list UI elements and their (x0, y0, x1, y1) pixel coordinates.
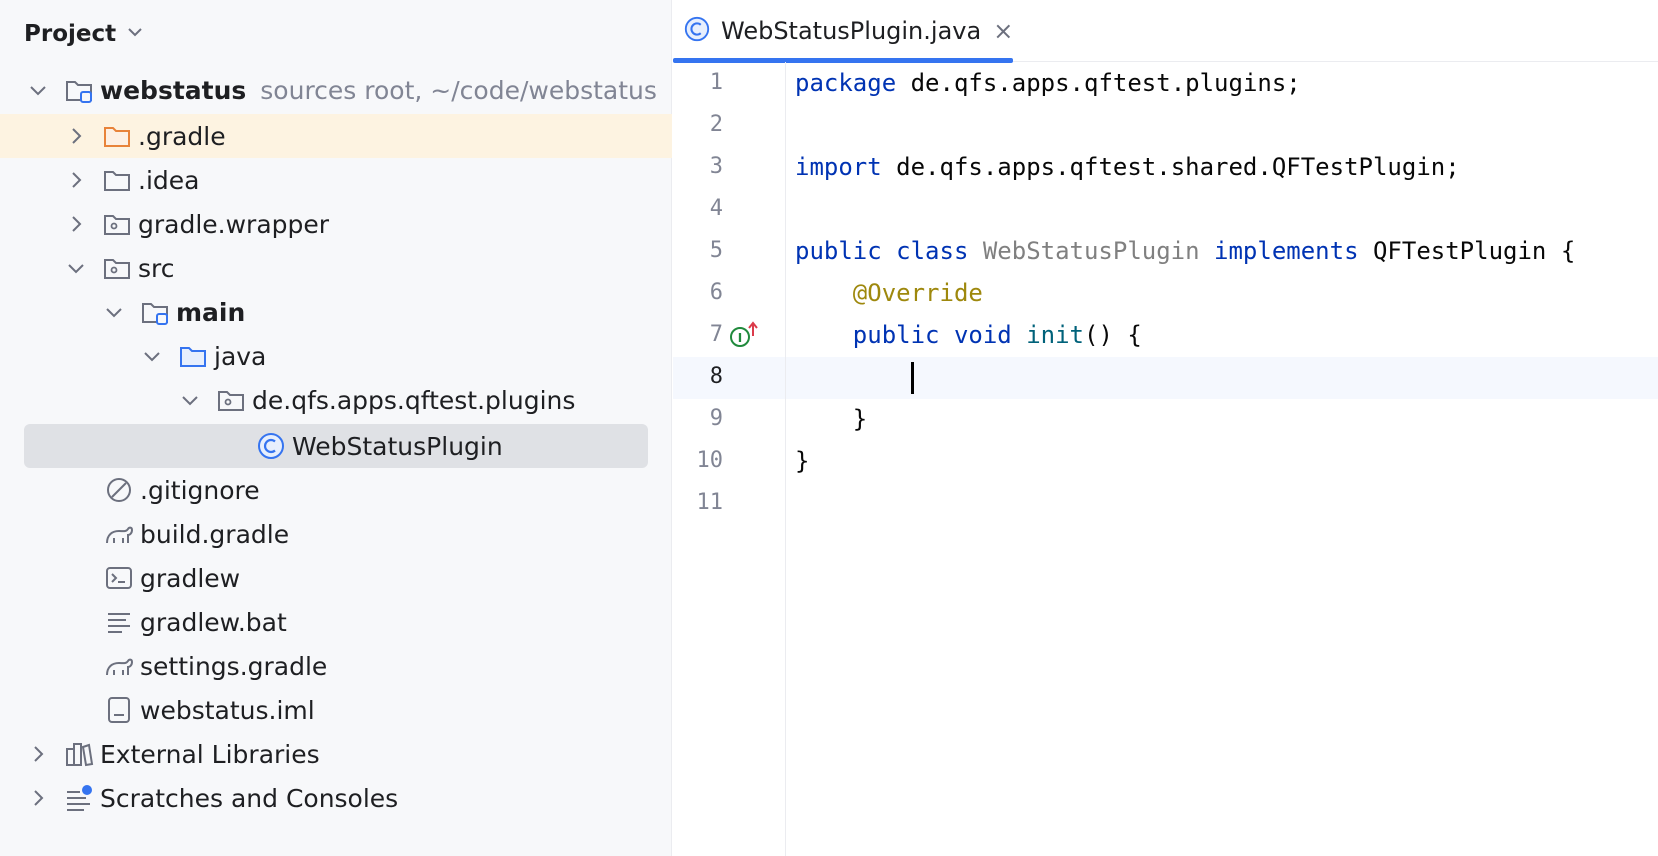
tree-item-src[interactable]: src (0, 246, 672, 290)
tree-item-label: de.qfs.apps.qftest.plugins (252, 385, 576, 415)
tree-item-label: gradlew.bat (140, 607, 287, 637)
chevron-down-icon[interactable] (178, 388, 202, 412)
tree-item-package[interactable]: de.qfs.apps.qftest.plugins (0, 378, 672, 422)
editor-tab-webstatusplugin[interactable]: WebStatusPlugin.java × (673, 0, 1014, 63)
chevron-down-icon[interactable] (26, 78, 50, 102)
scratches-icon (64, 783, 94, 813)
libraries-icon (64, 739, 94, 769)
gradle-elephant-icon (104, 519, 134, 549)
ignore-file-icon (104, 475, 134, 505)
tree-item-build-gradle[interactable]: build.gradle (0, 512, 672, 556)
package-folder-icon (102, 253, 132, 283)
tree-item-label: .gitignore (140, 475, 260, 505)
code-line-3: import de.qfs.apps.qftest.shared.QFTestP… (795, 153, 1460, 181)
tree-item-label: main (176, 297, 246, 327)
editor-tab-bar: WebStatusPlugin.java × (673, 0, 1658, 63)
line-number: 5 (709, 238, 723, 263)
terminal-script-icon (104, 563, 134, 593)
active-tab-indicator (673, 58, 1013, 63)
editor-gutter[interactable]: 1 2 3 4 5 6 7 8 9 10 11 I (673, 62, 786, 856)
tree-item-label: src (138, 253, 175, 283)
tree-item-gradle-wrapper[interactable]: gradle.wrapper (0, 202, 672, 246)
chevron-right-icon[interactable] (26, 786, 50, 810)
line-number: 9 (709, 406, 723, 431)
code-line-6: @Override (852, 279, 983, 307)
tree-item-label: .idea (138, 165, 200, 195)
folder-icon (102, 121, 132, 151)
svg-text:I: I (738, 331, 742, 345)
tree-item-label: WebStatusPlugin (292, 431, 503, 461)
chevron-down-icon (126, 23, 144, 45)
source-folder-icon (178, 341, 208, 371)
line-number: 7 (709, 322, 723, 347)
module-folder-icon (64, 75, 94, 105)
tree-item-label: Scratches and Consoles (100, 783, 399, 813)
code-line-8 (786, 356, 1658, 398)
current-line-highlight (673, 357, 1658, 399)
module-file-icon (104, 695, 134, 725)
line-number: 11 (696, 490, 724, 515)
tree-item-label: gradlew (140, 563, 241, 593)
tree-item-java[interactable]: java (0, 334, 672, 378)
tree-item-idea[interactable]: .idea (0, 158, 672, 202)
code-line-9: } (795, 405, 868, 433)
line-number: 4 (709, 196, 723, 221)
tree-item-gradlew[interactable]: gradlew (0, 556, 672, 600)
code-line-5: public class WebStatusPlugin implements … (795, 237, 1576, 265)
tree-item-external-libraries[interactable]: External Libraries (0, 732, 672, 776)
folder-icon (102, 165, 132, 195)
tree-item-settings-gradle[interactable]: settings.gradle (0, 644, 672, 688)
code-line-10: } (795, 447, 810, 475)
tree-item-webstatus[interactable]: webstatus sources root, ~/code/webstatus (0, 68, 672, 112)
package-icon (216, 385, 246, 415)
chevron-right-icon[interactable] (64, 168, 88, 192)
tree-item-scratches[interactable]: Scratches and Consoles (0, 776, 672, 820)
tree-item-label: webstatus (100, 75, 247, 105)
tree-item-label: settings.gradle (140, 651, 328, 681)
line-number: 3 (709, 154, 723, 179)
panel-title: Project (24, 21, 117, 47)
tree-item-label: build.gradle (140, 519, 290, 549)
project-tool-window: Project webstatus sources root, ~/code/w… (0, 0, 672, 856)
module-folder-icon (140, 297, 170, 327)
line-number: 1 (709, 70, 723, 95)
tree-item-webstatusplugin[interactable]: WebStatusPlugin (0, 424, 672, 468)
tab-label: WebStatusPlugin.java (721, 17, 982, 45)
tree-item-main[interactable]: main (0, 290, 672, 334)
tree-item-hint: sources root, ~/code/webstatus (260, 75, 657, 105)
implements-method-gutter-icon[interactable]: I (729, 314, 761, 356)
tree-item-label: gradle.wrapper (138, 209, 330, 239)
tree-item-label: External Libraries (100, 739, 320, 769)
tree-item-gradlew-bat[interactable]: gradlew.bat (0, 600, 672, 644)
tree-item-label: .gradle (138, 121, 226, 151)
text-caret (910, 362, 914, 394)
chevron-right-icon[interactable] (64, 124, 88, 148)
line-number: 2 (709, 112, 723, 137)
code-editor[interactable]: package de.qfs.apps.qftest.plugins; impo… (786, 62, 1658, 856)
text-file-icon (104, 607, 134, 637)
tree-item-gitignore[interactable]: .gitignore (0, 468, 672, 512)
code-line-1: package de.qfs.apps.qftest.plugins; (795, 69, 1301, 97)
tree-item-label: java (214, 341, 267, 371)
tree-item-webstatus-iml[interactable]: webstatus.iml (0, 688, 672, 732)
line-number: 10 (696, 448, 724, 473)
line-number: 6 (709, 280, 723, 305)
editor-area: WebStatusPlugin.java × 1 2 3 4 5 6 7 8 9… (673, 0, 1658, 856)
package-folder-icon (102, 209, 132, 239)
tree-item-label: webstatus.iml (140, 695, 315, 725)
chevron-down-icon[interactable] (64, 256, 88, 280)
class-icon (256, 431, 286, 461)
chevron-down-icon[interactable] (140, 344, 164, 368)
chevron-right-icon[interactable] (26, 742, 50, 766)
project-view-selector[interactable]: Project (24, 14, 144, 54)
gradle-elephant-icon (104, 651, 134, 681)
code-line-7: public void init() { (852, 321, 1142, 349)
close-icon[interactable]: × (993, 17, 1014, 45)
line-number-current: 8 (709, 364, 723, 389)
tree-item-gradle-dir[interactable]: .gradle (0, 114, 672, 158)
chevron-right-icon[interactable] (64, 212, 88, 236)
class-icon (683, 15, 711, 47)
chevron-down-icon[interactable] (102, 300, 126, 324)
